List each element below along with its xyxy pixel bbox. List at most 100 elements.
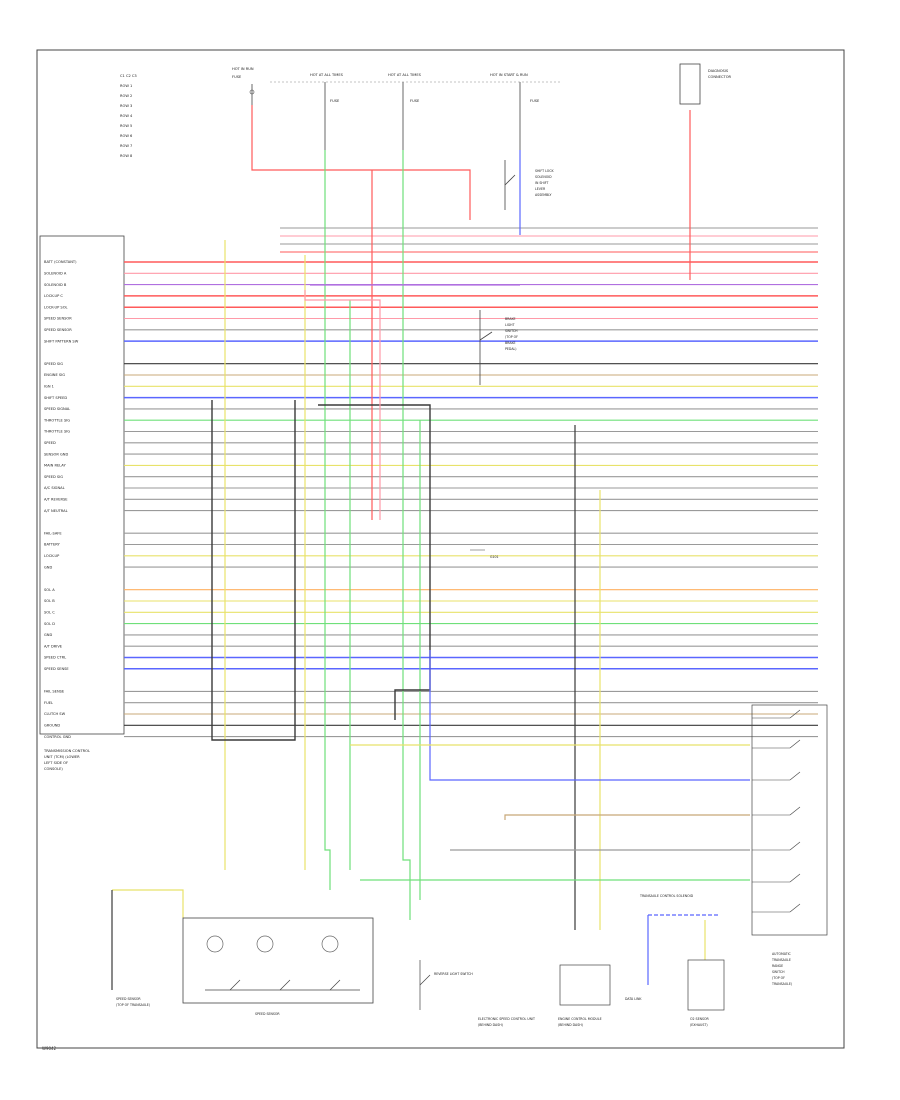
svg-text:ENGINE CONTROL MODULE: ENGINE CONTROL MODULE [558, 1017, 602, 1021]
tcm-pin-label: BATT (CONSTANT) [44, 260, 77, 264]
range-switch-contacts [752, 709, 801, 913]
engine-control-module: ENGINE CONTROL MODULE (BEHIND DASH) [558, 964, 611, 1027]
tcm-pin-label: CONTROL GND [44, 735, 71, 739]
top-component-1: HOT IN RUN FUSE [232, 67, 255, 105]
speed-control-unit: ELECTRONIC SPEED CONTROL UNIT (BEHIND DA… [478, 1017, 535, 1027]
svg-text:SWITCH: SWITCH [505, 329, 518, 333]
svg-text:FUSE: FUSE [530, 99, 540, 103]
top-component-2: HOT AT ALL TIMES FUSE [310, 73, 344, 150]
svg-text:CONNECTOR: CONNECTOR [708, 75, 732, 79]
tcm-pin-label: IGN 1 [44, 385, 54, 389]
svg-text:SOLENOID: SOLENOID [535, 175, 552, 179]
tcm-pin-label: FUEL [44, 701, 53, 705]
svg-text:LIGHT: LIGHT [505, 323, 515, 327]
tcm-pin-label: SPEED SIG [44, 475, 63, 479]
tcm-pin-label: ENGINE SIG [44, 373, 65, 377]
svg-text:RANGE: RANGE [772, 964, 783, 968]
svg-text:TRANSMISSION CONTROL: TRANSMISSION CONTROL [43, 749, 90, 753]
diagram-frame [36, 49, 845, 1049]
control-solenoid-note: TRANSAXLE CONTROL SOLENOID [639, 894, 694, 898]
svg-text:HOT IN START & RUN: HOT IN START & RUN [490, 73, 528, 77]
range-contact-blade [789, 739, 801, 749]
legend-row: ROW 6 [120, 134, 133, 138]
svg-text:DIAGNOSIS: DIAGNOSIS [708, 69, 729, 73]
range-contact-blade [789, 709, 801, 719]
tcm-pin-label: SOLENOID A [44, 272, 67, 276]
svg-text:TRANSAXLE: TRANSAXLE [771, 958, 791, 962]
tcm-pin-label: CLUTCH SW [44, 712, 66, 716]
tcm-pin-label: SPEED SENSE [44, 667, 69, 671]
tcm-pin-label: SPEED [44, 441, 56, 445]
svg-text:ELECTRONIC SPEED CONTROL UNIT: ELECTRONIC SPEED CONTROL UNIT [478, 1017, 535, 1021]
wire-red-vertical [251, 105, 471, 220]
wire-pink-route [304, 290, 381, 520]
svg-text:O2 SENSOR: O2 SENSOR [690, 1017, 710, 1021]
tcm-pin-label: FAIL-SAFE [44, 531, 62, 535]
tcm-pin-label: GND [44, 565, 52, 569]
svg-text:DATA LINK: DATA LINK [625, 997, 642, 1001]
wire-blue-route [429, 650, 750, 781]
svg-text:BRAKE: BRAKE [505, 341, 516, 345]
vertical-wires [111, 105, 750, 990]
legend-row: ROW 2 [120, 94, 132, 98]
data-link: DATA LINK [625, 997, 642, 1001]
svg-text:FUSE: FUSE [410, 99, 420, 103]
svg-text:FUSE: FUSE [330, 99, 340, 103]
svg-text:SHIFT LOCK: SHIFT LOCK [535, 169, 554, 173]
tcm-pin-label: THROTTLE SIG [43, 418, 70, 422]
wire-black-loop [211, 400, 296, 741]
legend-row: ROW 4 [120, 114, 133, 118]
tcm-pin-label: SPEED SENSOR [44, 317, 72, 321]
wire-black-loop [318, 404, 431, 720]
tcm-pin-label: BATTERY [44, 543, 61, 547]
tcm-caption: TRANSMISSION CONTROL UNIT (TCM) (LOWER L… [43, 749, 90, 771]
svg-text:ASSEMBLY: ASSEMBLY [535, 193, 552, 197]
tcm-pin-label: FAIL SENSE [44, 690, 65, 694]
svg-text:PEDAL): PEDAL) [505, 347, 517, 351]
top-component-4: HOT IN START & RUN FUSE [490, 73, 540, 150]
svg-text:CONSOLE): CONSOLE) [44, 767, 63, 771]
svg-text:BRAKE: BRAKE [505, 317, 516, 321]
svg-text:LEVER: LEVER [535, 187, 546, 191]
tcm-pin-label: SOL D [44, 622, 55, 626]
tcm-pin-label: SPEED SENSOR [44, 328, 72, 332]
ground-g101: G101 [470, 549, 499, 559]
svg-text:HOT AT ALL TIMES: HOT AT ALL TIMES [388, 73, 422, 77]
wire-yellow-sensor [112, 889, 184, 918]
svg-text:TRANSAXLE): TRANSAXLE) [771, 982, 792, 986]
legend-row: ROW 5 [120, 124, 132, 128]
legend-row: ROW 1 [120, 84, 132, 88]
legend-row: ROW 7 [120, 144, 132, 148]
svg-text:IN SHIFT: IN SHIFT [535, 181, 548, 185]
o2-sensor: O2 SENSOR (EXHAUST) [687, 959, 725, 1027]
tcm-connector-box [39, 235, 125, 735]
harness-legend: C1 C2 C3 ROW 1 ROW 2 ROW 3 ROW 4 ROW 5 R… [116, 69, 178, 169]
svg-text:REVERSE LIGHT SWITCH: REVERSE LIGHT SWITCH [434, 972, 473, 976]
svg-text:(TOP OF TRANSAXLE): (TOP OF TRANSAXLE) [116, 1003, 150, 1007]
svg-text:(BEHIND DASH): (BEHIND DASH) [478, 1023, 503, 1027]
svg-text:SPEED SENSOR: SPEED SENSOR [116, 997, 141, 1001]
svg-text:UNIT (TCM) (LOWER: UNIT (TCM) (LOWER [44, 755, 80, 759]
tcm-pin-label: SHIFT PATTERN SW [44, 339, 79, 343]
legend-row: C1 C2 C3 [120, 74, 137, 78]
svg-text:HOT IN RUN: HOT IN RUN [232, 67, 254, 71]
range-contact-blade [789, 771, 801, 781]
tcm-pin-label: GND [44, 633, 52, 637]
bottom-components: SPEED SENSOR (TOP OF TRANSAXLE) REVERSE … [116, 894, 725, 1027]
tcm-pin-label: SPEED SIGNAL [44, 407, 70, 411]
svg-text:FUSE: FUSE [232, 75, 242, 79]
range-contact-blade [789, 806, 801, 816]
tcm-pin-label: LOCK-UP SOL [44, 305, 68, 309]
svg-text:SWITCH: SWITCH [772, 970, 785, 974]
shift-lock-solenoid: SHIFT LOCK SOLENOID IN SHIFT LEVER ASSEM… [504, 160, 554, 210]
tcm-pin-label: SOL C [44, 611, 55, 615]
wire-tan-route [504, 814, 750, 820]
legend-row: ROW 3 [120, 104, 132, 108]
svg-text:HOT AT ALL TIMES: HOT AT ALL TIMES [310, 73, 344, 77]
wire-green-vertical [402, 150, 411, 920]
svg-text:(TOP OF: (TOP OF [505, 335, 518, 339]
range-contact-blade [789, 873, 801, 883]
wire-green-vertical [324, 150, 331, 890]
